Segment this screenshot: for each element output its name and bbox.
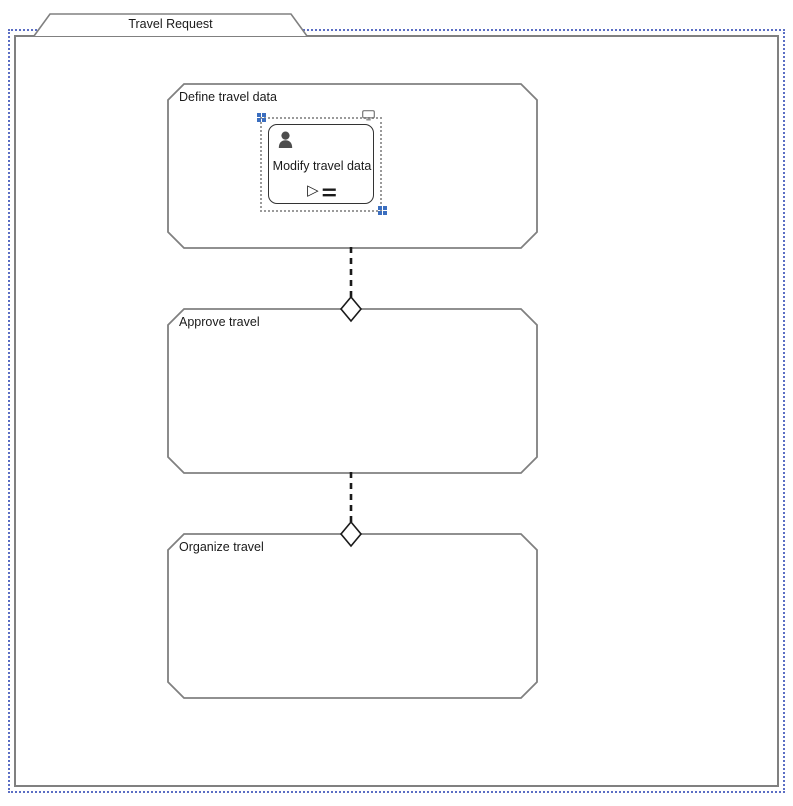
lane-approve-travel[interactable]: Approve travel [167, 308, 538, 474]
connector-diamond-marker [339, 295, 363, 323]
lane-shape [167, 533, 538, 699]
play-icon: ▷ [307, 182, 319, 199]
pool-tab[interactable]: Travel Request [33, 13, 308, 37]
resize-handle-bottom-right-3[interactable] [378, 211, 382, 215]
monitor-icon [362, 108, 375, 121]
resize-handle-bottom-right-4[interactable] [383, 211, 387, 215]
lane-organize-travel[interactable]: Organize travel [167, 533, 538, 699]
pool-title: Travel Request [128, 17, 213, 31]
connector-diamond-marker [339, 520, 363, 548]
lane-shape [167, 308, 538, 474]
connector-shape [339, 472, 363, 548]
connector-define-to-approve[interactable] [336, 247, 366, 323]
lane-label: Define travel data [179, 90, 277, 104]
resize-handle-top-left-3[interactable] [257, 118, 261, 122]
task-markers: ▷ ⚌ [269, 182, 375, 199]
resize-handle-bottom-right[interactable] [378, 206, 382, 210]
lane-label: Approve travel [179, 315, 260, 329]
resize-handle-top-left-2[interactable] [262, 113, 266, 117]
task-label: Modify travel data [272, 159, 372, 173]
hash-icon: ⚌ [321, 181, 337, 200]
connector-approve-to-organize[interactable] [336, 472, 366, 548]
resize-handle-top-left-4[interactable] [262, 118, 266, 122]
resize-handle-top-left[interactable] [257, 113, 261, 117]
pool-tab-shape [33, 13, 308, 37]
connector-shape [339, 247, 363, 323]
user-icon [278, 131, 293, 148]
lane-label: Organize travel [179, 540, 264, 554]
resize-handle-bottom-right-2[interactable] [383, 206, 387, 210]
task-modify-travel-data[interactable]: Modify travel data ▷ ⚌ [268, 124, 374, 204]
